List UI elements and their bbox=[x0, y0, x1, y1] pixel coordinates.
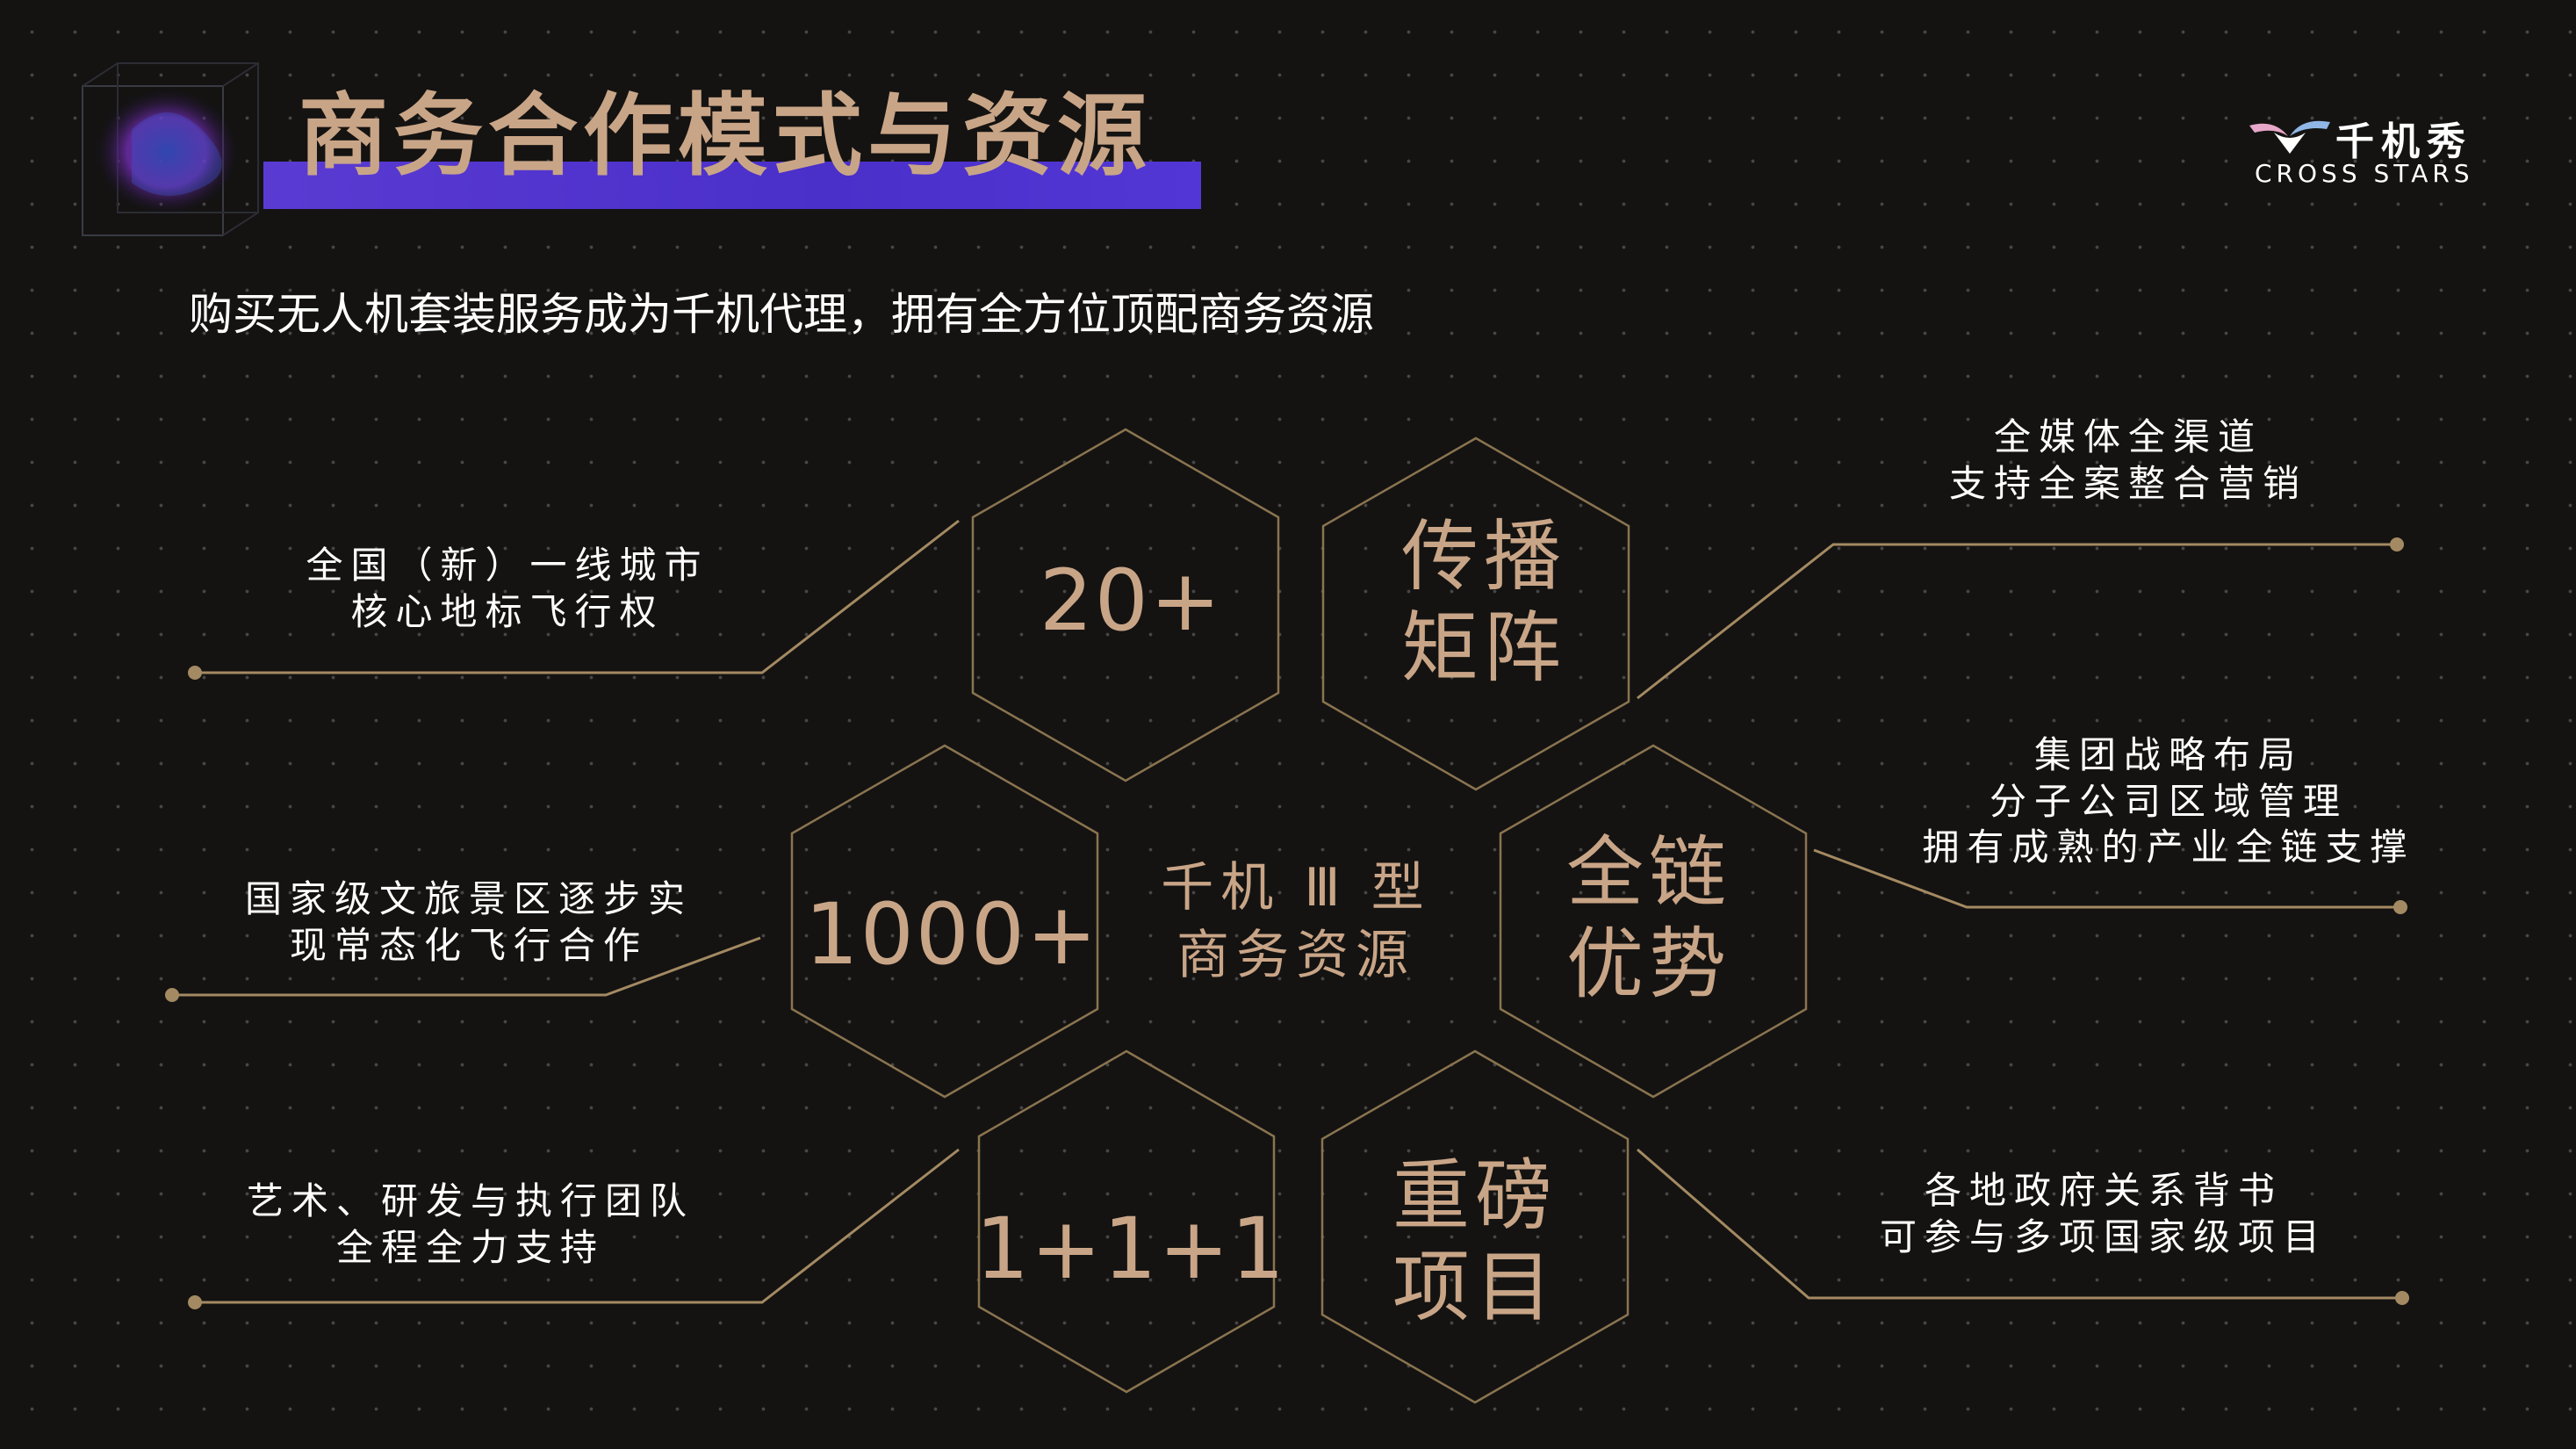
connector-team bbox=[195, 1148, 960, 1304]
note-line: 现常态化飞行合作 bbox=[289, 923, 649, 967]
hex-team-value: 1+1+1 bbox=[975, 1200, 1287, 1298]
hex-scenic bbox=[790, 744, 1099, 1099]
dot-media bbox=[2390, 537, 2404, 551]
note-chain: 集团战略布局 分子公司区域管理 拥有成熟的产业全链支撑 bbox=[1922, 732, 2414, 871]
logo-subtitle: CROSS STARS bbox=[2255, 159, 2474, 188]
brand-logo: 千机秀 CROSS STARS bbox=[2248, 110, 2493, 189]
dot-cities bbox=[188, 666, 202, 680]
hex-cities-value: 20+ bbox=[1039, 551, 1223, 650]
title-highlight-bar bbox=[263, 162, 1201, 209]
note-line: 全媒体全渠道 bbox=[1993, 415, 2263, 458]
connector-chain bbox=[1813, 848, 2400, 909]
note-line: 可参与多项国家级项目 bbox=[1879, 1215, 2328, 1258]
note-team: 艺术、研发与执行团队 全程全力支持 bbox=[247, 1179, 694, 1271]
center-resource-label: 千机 Ⅲ 型商务资源 bbox=[1161, 857, 1431, 986]
connector-projects bbox=[1637, 1148, 2402, 1300]
wings-icon bbox=[2249, 120, 2330, 154]
note-line: 核心地标飞行权 bbox=[350, 589, 665, 633]
connector-cities bbox=[195, 519, 960, 674]
hex-chain-label: 全链优势 bbox=[1565, 827, 1731, 1009]
hex-media-label: 传播矩阵 bbox=[1400, 511, 1566, 693]
hex-projects bbox=[1320, 1049, 1630, 1404]
hex-team bbox=[977, 1049, 1276, 1394]
connector-scenic bbox=[172, 936, 761, 997]
logo-name: 千机秀 bbox=[2335, 119, 2472, 164]
note-line: 分子公司区域管理 bbox=[1989, 779, 2349, 823]
dot-team bbox=[188, 1295, 202, 1309]
connector-media bbox=[1637, 543, 2397, 700]
note-line: 支持全案整合营销 bbox=[1948, 461, 2308, 505]
note-line: 拥有成熟的产业全链支撑 bbox=[1922, 825, 2415, 869]
dot-scenic bbox=[165, 988, 179, 1002]
note-line: 艺术、研发与执行团队 bbox=[246, 1179, 695, 1222]
note-media: 全媒体全渠道 支持全案整合营销 bbox=[1949, 415, 2307, 507]
note-line: 全国（新）一线城市 bbox=[306, 544, 709, 587]
note-cities: 全国（新）一线城市 核心地标飞行权 bbox=[306, 543, 709, 635]
hex-cities bbox=[971, 428, 1280, 782]
note-line: 集团战略布局 bbox=[2033, 733, 2304, 776]
note-line: 各地政府关系背书 bbox=[1924, 1169, 2284, 1212]
hex-projects-label: 重磅项目 bbox=[1392, 1150, 1558, 1332]
hex-chain bbox=[1499, 744, 1808, 1099]
note-projects: 各地政府关系背书 可参与多项国家级项目 bbox=[1880, 1168, 2328, 1260]
note-line: 全程全力支持 bbox=[335, 1225, 606, 1269]
note-scenic: 国家级文旅景区逐步实 现常态化飞行合作 bbox=[245, 876, 693, 969]
hex-scenic-value: 1000+ bbox=[804, 885, 1099, 984]
page-title: 商务合作模式与资源 bbox=[299, 84, 1152, 189]
note-line: 国家级文旅景区逐步实 bbox=[244, 877, 694, 920]
decorative-cube-graphic bbox=[82, 62, 259, 236]
hex-media bbox=[1321, 436, 1630, 791]
dot-chain bbox=[2393, 900, 2407, 914]
page-subtitle: 购买无人机套装服务成为千机代理，拥有全方位顶配商务资源 bbox=[189, 289, 1374, 340]
dot-projects bbox=[2395, 1291, 2409, 1305]
